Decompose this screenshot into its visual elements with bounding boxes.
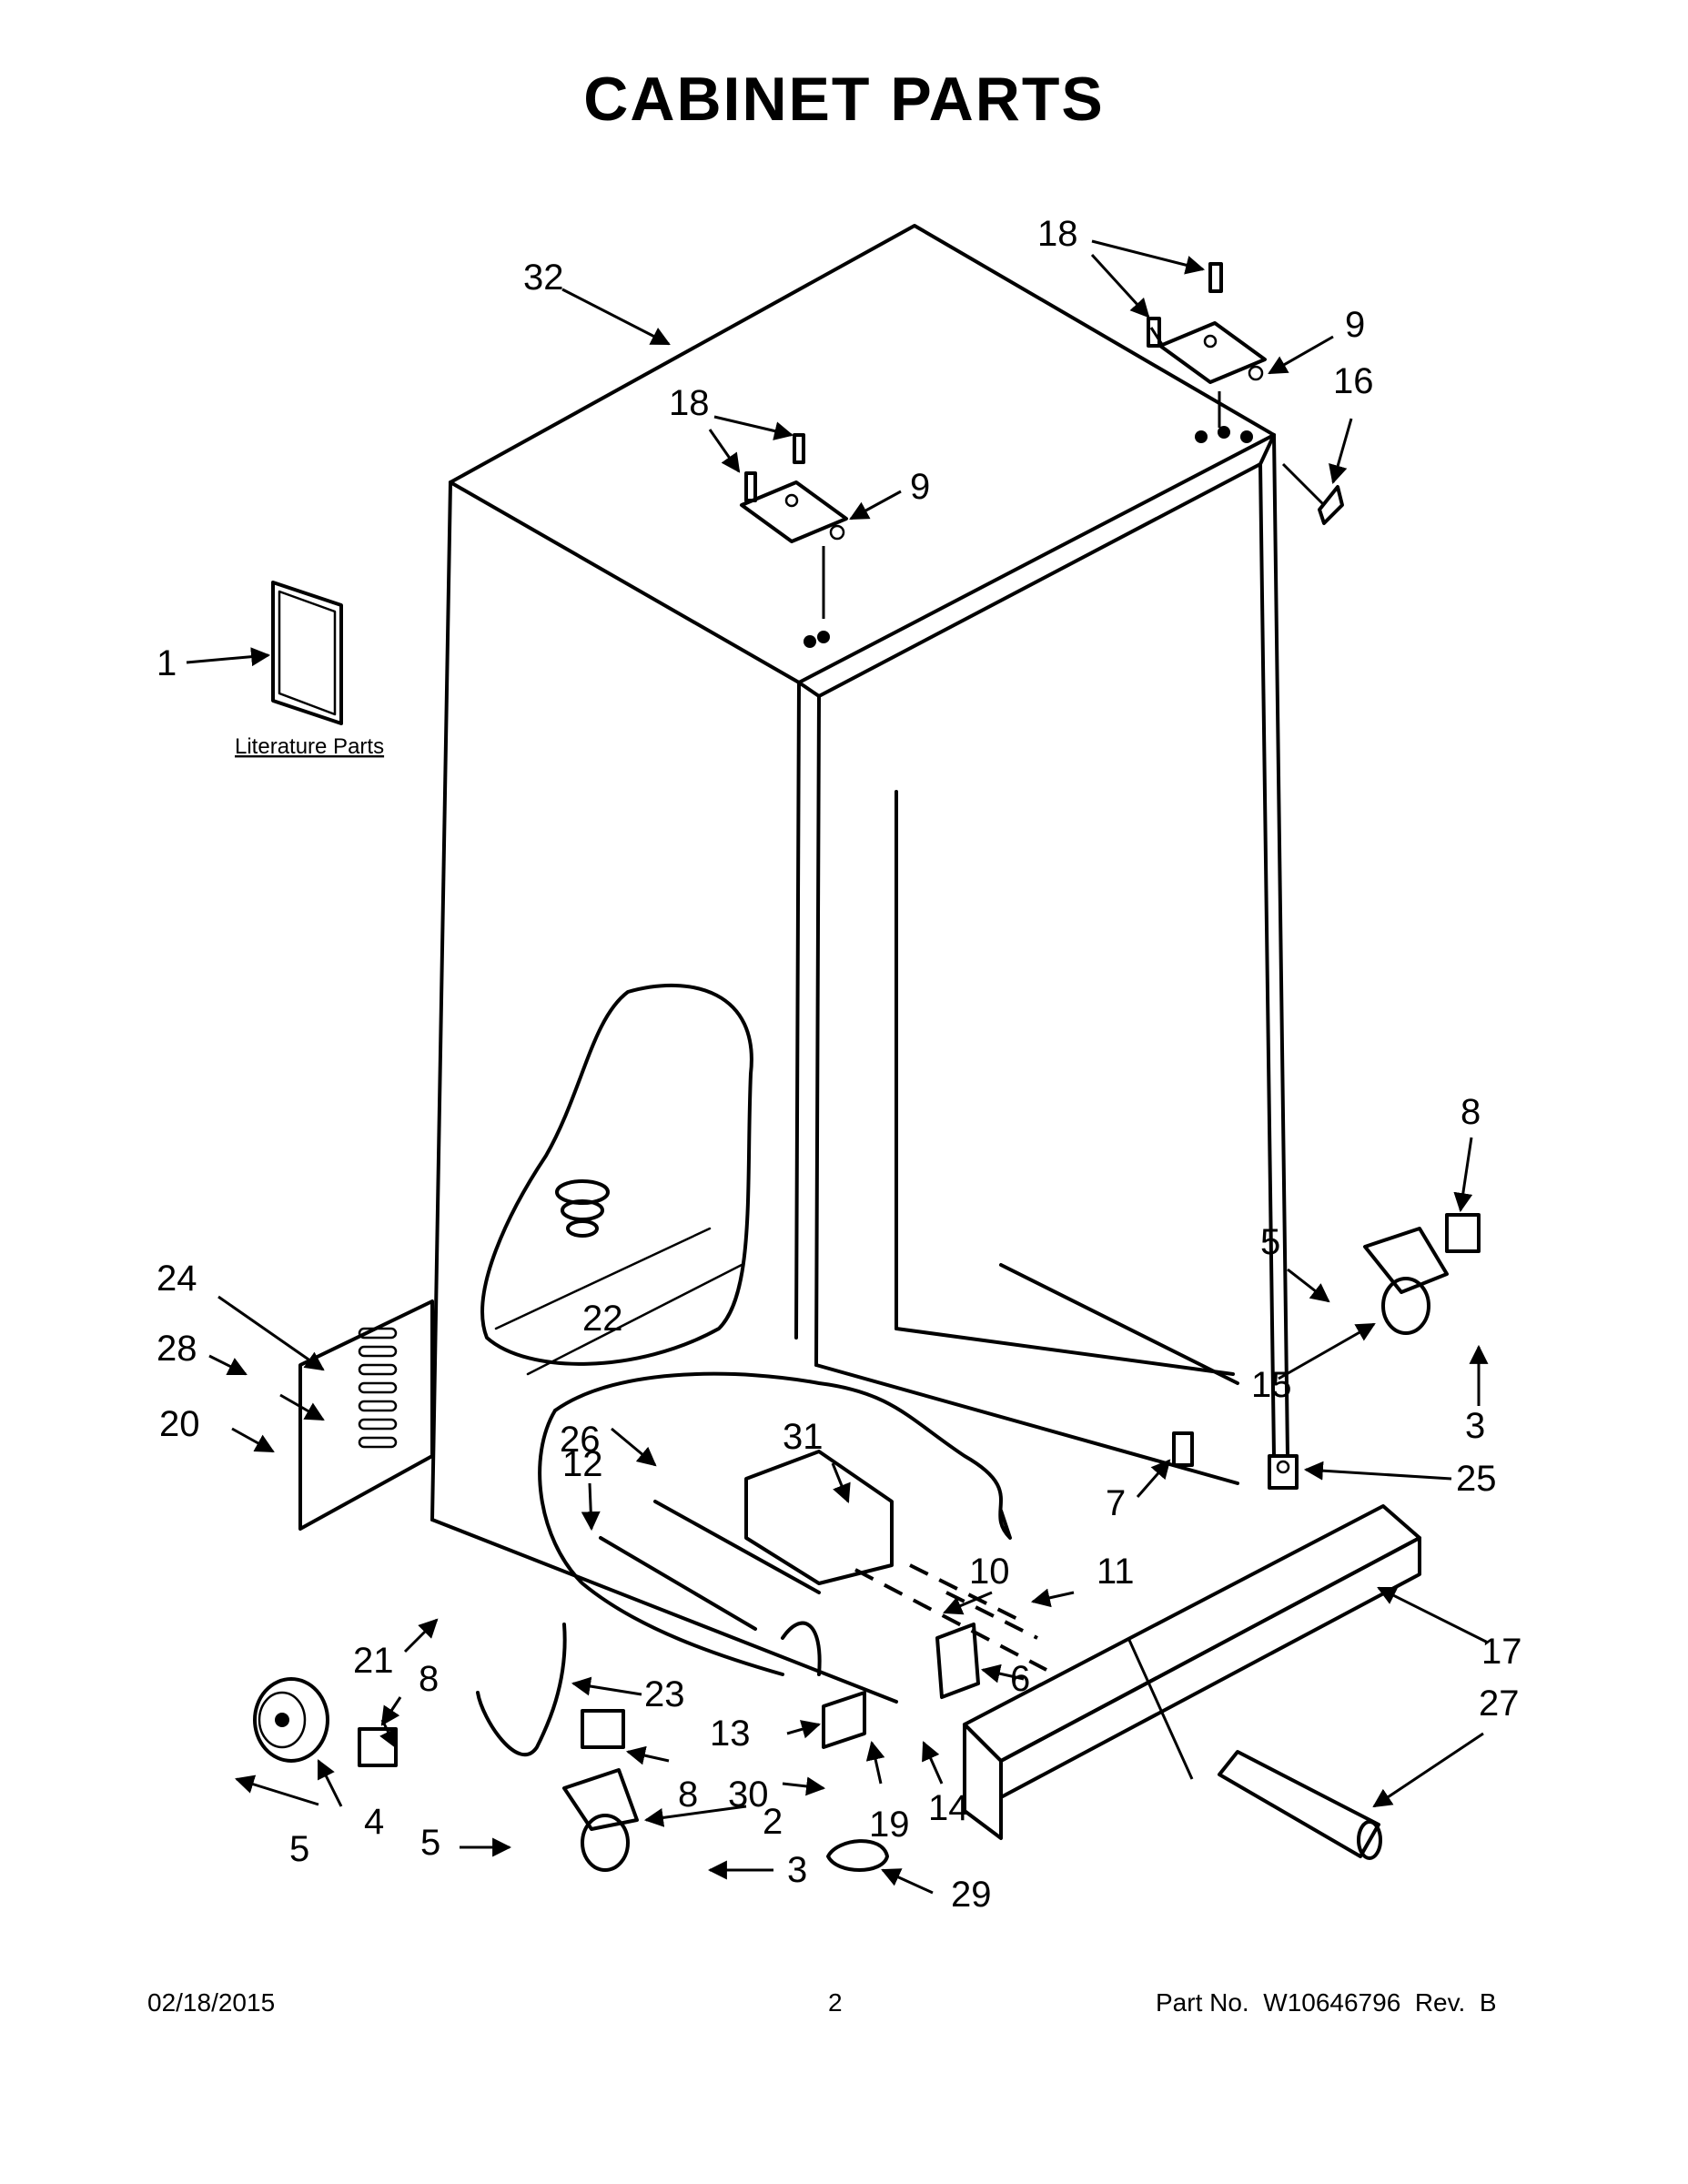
callout-18: 18 [1037,214,1078,254]
toe-grille-17 [963,1504,1421,1840]
callout-9: 9 [910,467,930,507]
callout-20: 20 [159,1404,200,1444]
pad-8-right [1445,1213,1481,1253]
water-valve-31 [744,1450,894,1585]
callout-22: 22 [582,1299,623,1339]
callout-4: 4 [364,1802,384,1842]
rear-grille-24 [298,1299,434,1531]
leader-lines [186,239,1489,1895]
clip-29 [826,1839,889,1872]
callout-labels: 32 18 9 16 18 9 1 Literature Parts 8 5 2… [157,214,1522,1915]
callout-17: 17 [1481,1632,1522,1672]
drain-fitting-22 [555,1179,610,1238]
callout-19: 19 [869,1805,910,1845]
callout-27: 27 [1479,1684,1520,1724]
roller-4 [253,1677,329,1763]
literature-parts [271,581,343,725]
top-hinge-left [740,433,848,648]
callout-3: 3 [787,1850,807,1890]
callout-10: 10 [969,1552,1010,1592]
water-filter-27 [1218,1750,1382,1860]
bracket-6 [935,1623,980,1699]
callout-16: 16 [1333,361,1374,401]
literature-parts-label: Literature Parts [235,734,384,759]
hinge-25 [1268,1454,1299,1490]
clip-16 [1318,485,1344,525]
callout-8: 8 [678,1774,698,1815]
callout-3: 3 [1465,1406,1485,1446]
callout-15: 15 [1251,1365,1292,1405]
callout-25: 25 [1456,1459,1497,1499]
part-7 [1172,1431,1194,1467]
callout-13: 13 [710,1714,751,1754]
footer-date: 02/18/2015 [147,1988,276,2017]
callout-30: 30 [728,1774,769,1815]
bracket-13 [822,1691,866,1749]
callout-21: 21 [353,1641,394,1681]
callout-26: 26 [560,1420,601,1460]
footer-page-number: 2 [828,1988,843,2017]
roller-15 [1363,1227,1449,1335]
callout-9: 9 [1345,305,1365,345]
tube-12 [599,1536,757,1631]
callout-8: 8 [1461,1092,1481,1132]
callout-5: 5 [289,1829,309,1869]
drain-hose-23 [476,1623,567,1757]
callout-29: 29 [951,1875,992,1915]
callout-18: 18 [669,383,710,423]
callout-2: 2 [763,1802,783,1842]
callout-31: 31 [783,1417,824,1457]
callout-32: 32 [523,258,564,298]
callout-14: 14 [928,1788,969,1828]
callout-11: 11 [1097,1552,1135,1592]
callout-23: 23 [644,1674,685,1714]
callout-12: 12 [562,1444,603,1484]
callout-1: 1 [157,643,177,683]
top-hinge-right [1147,262,1267,443]
callout-5: 5 [1260,1222,1280,1262]
tube-26 [653,1500,821,1594]
pad-8-middle [581,1709,625,1749]
callout-7: 7 [1106,1483,1126,1523]
page-title: CABINET PARTS [583,65,1105,134]
cabinet-shell [430,224,1289,1704]
callout-6: 6 [1010,1659,1030,1699]
callout-5: 5 [420,1823,440,1863]
callout-28: 28 [157,1329,197,1369]
callout-8: 8 [419,1659,439,1699]
roller-2 [562,1768,639,1872]
footer-part-number: Part No. W10646796 Rev. B [1156,1988,1497,2017]
callout-24: 24 [157,1259,197,1299]
